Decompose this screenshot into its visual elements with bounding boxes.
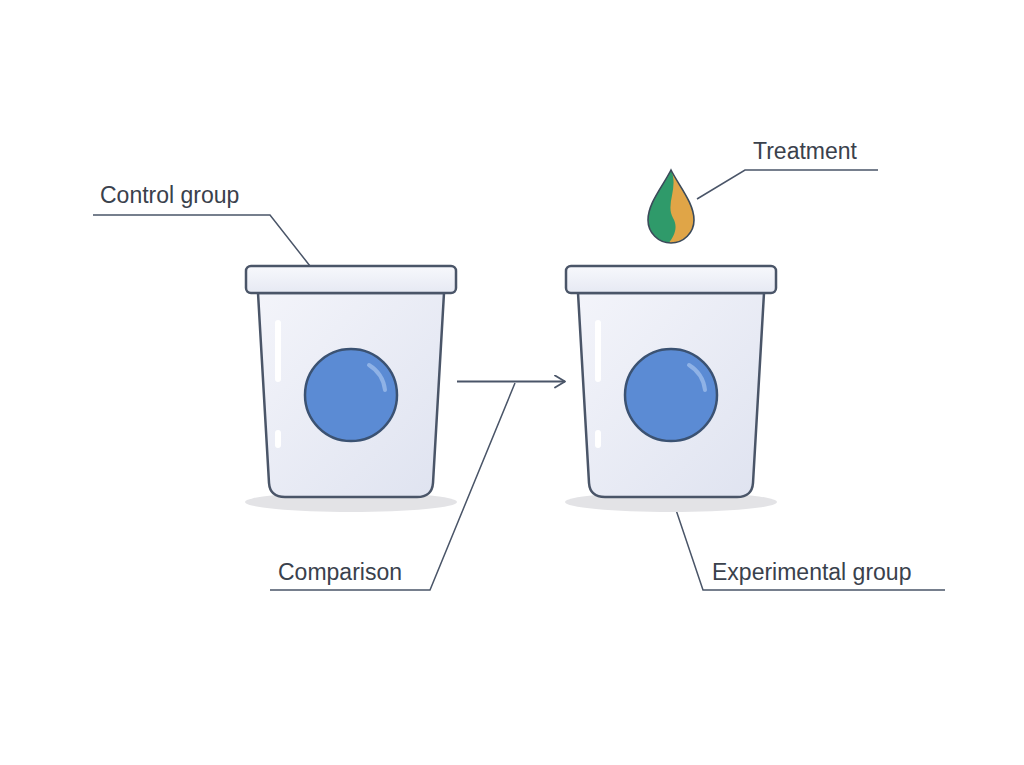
group-cup: Control group	[245, 265, 457, 498]
cup-highlight	[595, 320, 601, 382]
cup-body	[578, 293, 764, 497]
cup-shape	[565, 265, 777, 498]
drop-shape	[643, 168, 700, 248]
cup-highlight	[275, 320, 281, 382]
leader-line	[697, 170, 878, 199]
group-label: Experimental group	[712, 558, 911, 586]
comparison-arrow	[457, 381, 565, 383]
cup-rim	[566, 266, 776, 293]
drop-orange	[665, 168, 703, 248]
circle-highlight	[369, 365, 385, 390]
group-label: Control group	[100, 181, 239, 209]
group-label: Treatment	[753, 137, 857, 165]
group-cup: Experimental group	[565, 265, 777, 498]
cup-highlight	[595, 430, 601, 448]
cup-highlight	[275, 430, 281, 448]
cup-body	[258, 293, 444, 497]
circle-highlight	[689, 365, 705, 390]
sample-circle	[625, 349, 717, 441]
cup-shape	[245, 265, 457, 498]
edge-label: Comparison	[278, 558, 402, 586]
cup-rim	[246, 266, 456, 293]
leader-line	[672, 498, 945, 590]
sample-circle	[305, 349, 397, 441]
drop-outline	[648, 170, 694, 243]
leader-line	[93, 215, 310, 266]
treatment-drop: Treatment	[643, 168, 700, 248]
